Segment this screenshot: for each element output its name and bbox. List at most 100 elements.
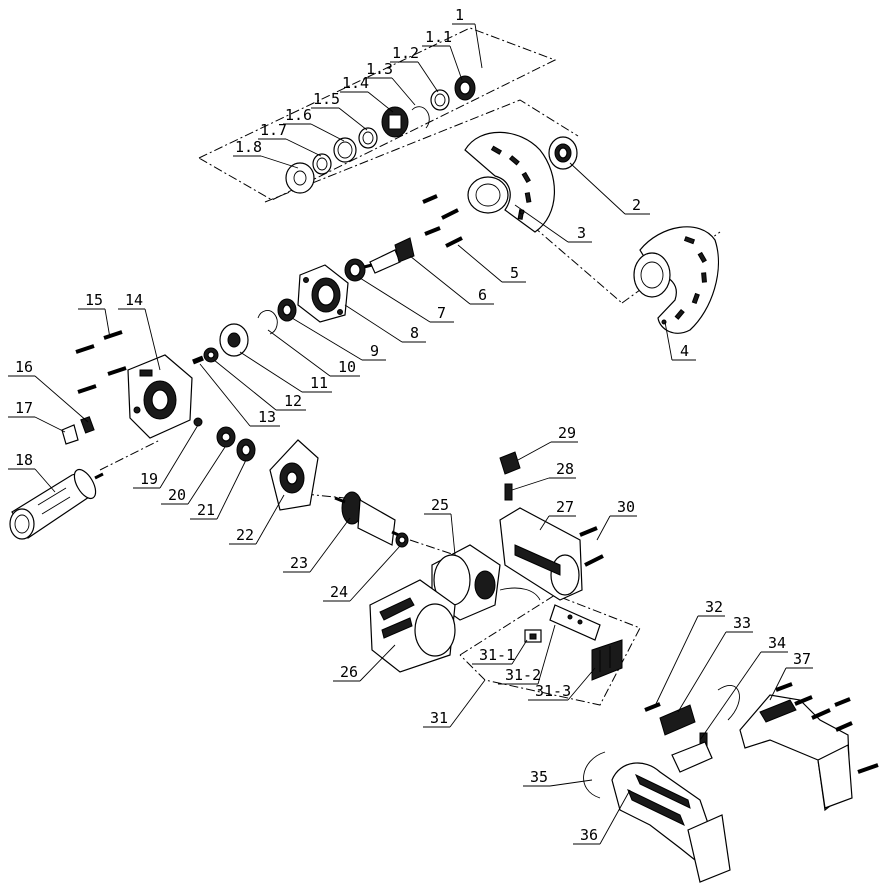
leader-line-p5 — [457, 244, 503, 283]
leader-line-p1_6 — [310, 123, 345, 142]
leader-line-p20 — [187, 446, 226, 505]
part-12-nut — [203, 347, 219, 363]
leader-line-p4 — [664, 321, 673, 361]
part-1-4-gear-washer — [381, 106, 409, 138]
part-16-spring — [80, 416, 95, 434]
leader-line-p1_7 — [285, 138, 322, 157]
leader-line-p16 — [34, 375, 89, 423]
part-label-p36: 36 — [580, 826, 598, 844]
leader-line-p1 — [474, 23, 483, 69]
part-label-p32: 32 — [705, 598, 723, 616]
part-7-washer — [344, 258, 366, 282]
part-13-pin — [192, 355, 204, 365]
leader-line-p1_4 — [367, 91, 394, 113]
part-1-1-bearing — [454, 75, 476, 101]
part-1-2-ring — [430, 89, 450, 111]
part-label-p34: 34 — [768, 634, 786, 652]
part-32-screws — [644, 702, 661, 712]
part-label-p9: 9 — [370, 342, 379, 360]
part-label-p20: 20 — [168, 486, 186, 504]
leader-line-p31_1 — [511, 639, 528, 665]
part-36-rear-handle — [611, 762, 731, 883]
part-30-screws — [579, 526, 604, 567]
part-label-p28: 28 — [556, 460, 574, 478]
part-15-screws — [75, 330, 127, 394]
part-1-8-washer — [285, 162, 315, 194]
part-28-spring — [504, 483, 513, 501]
part-label-p1_5: 1.5 — [313, 90, 340, 108]
part-label-p23: 23 — [290, 554, 308, 572]
part-31-2-circuit-board — [549, 604, 601, 641]
leader-line-p14 — [144, 308, 161, 371]
leader-line-p12 — [213, 359, 277, 411]
part-label-p33: 33 — [733, 614, 751, 632]
part-label-p16: 16 — [15, 358, 33, 376]
part-labels: 11.11.21.31.41.51.61.71.8234567891011121… — [15, 6, 811, 844]
part-label-p1_3: 1.3 — [366, 60, 393, 78]
part-label-p31: 31 — [430, 709, 448, 727]
part-label-p1_7: 1.7 — [260, 121, 287, 139]
leader-line-p36 — [599, 789, 631, 845]
part-23-armature — [334, 491, 406, 546]
part-label-p1_6: 1.6 — [285, 106, 312, 124]
leader-line-p25 — [450, 513, 456, 556]
leader-line-p19 — [159, 424, 199, 489]
part-31-1-switch — [524, 629, 542, 643]
part-label-p3: 3 — [577, 224, 586, 242]
part-33-latch-plate — [659, 684, 740, 736]
part-label-p19: 19 — [140, 470, 158, 488]
leader-line-p35 — [549, 779, 593, 787]
leader-line-p1_5 — [338, 107, 368, 131]
part-6-spindle — [359, 237, 415, 274]
leader-line-p22 — [255, 494, 285, 545]
leader-line-p31_3 — [567, 667, 596, 701]
part-label-p17: 17 — [15, 399, 33, 417]
leader-line-p11 — [239, 351, 303, 393]
part-label-p6: 6 — [478, 286, 487, 304]
part-label-p1_8: 1.8 — [235, 138, 262, 156]
part-label-p31_3: 31-3 — [535, 682, 571, 700]
leader-line-p31 — [449, 679, 486, 728]
part-14-gear-housing — [127, 354, 193, 439]
part-20-gear — [216, 426, 236, 448]
leader-line-p9 — [291, 317, 363, 361]
part-label-p21: 21 — [197, 501, 215, 519]
leader-line-p18 — [34, 468, 56, 493]
part-label-p18: 18 — [15, 451, 33, 469]
part-4-wheel-guard — [633, 226, 719, 334]
label-leader-lines — [8, 23, 813, 845]
leader-line-p24 — [349, 545, 401, 602]
part-label-p31_2: 31-2 — [505, 666, 541, 684]
part-27-rear-cover — [499, 507, 583, 601]
leader-line-p30 — [596, 515, 611, 541]
part-label-p10: 10 — [338, 358, 356, 376]
part-37-battery-housing — [739, 682, 879, 812]
part-21-bearing — [236, 438, 256, 462]
leader-line-p29 — [517, 441, 552, 461]
part-label-p14: 14 — [125, 291, 143, 309]
part-label-p1_1: 1.1 — [425, 28, 452, 46]
part-label-p1_4: 1.4 — [342, 74, 369, 92]
part-label-p29: 29 — [558, 424, 576, 442]
leader-line-p7 — [359, 277, 431, 323]
part-label-p12: 12 — [284, 392, 302, 410]
part-label-p26: 26 — [340, 663, 358, 681]
leader-line-p23 — [309, 517, 351, 573]
part-label-p25: 25 — [431, 496, 449, 514]
part-label-p4: 4 — [680, 342, 689, 360]
part-label-p22: 22 — [236, 526, 254, 544]
part-label-p24: 24 — [330, 583, 348, 601]
part-5-screws — [422, 194, 463, 248]
leader-line-p33 — [677, 631, 727, 713]
leader-line-p6 — [409, 255, 471, 305]
part-17-lock-button — [61, 424, 79, 445]
part-label-p15: 15 — [85, 291, 103, 309]
part-35-ring — [583, 751, 606, 799]
part-2-flange-nut — [548, 136, 578, 170]
leader-line-p26 — [359, 644, 396, 682]
part-label-p13: 13 — [258, 408, 276, 426]
leader-line-p2 — [569, 162, 626, 215]
part-label-p1: 1 — [455, 6, 464, 24]
